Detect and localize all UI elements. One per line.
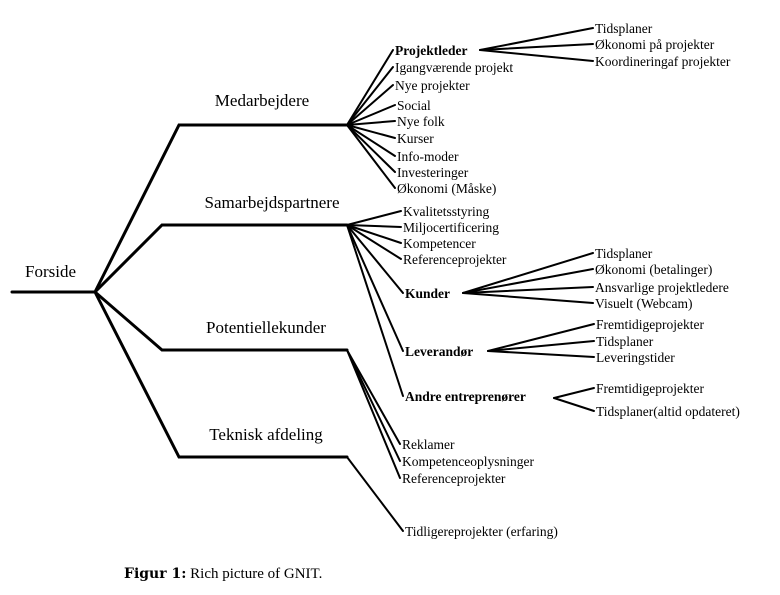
node-label-kunder: Kunder	[405, 286, 450, 301]
connector-line	[346, 210, 402, 226]
node-label-konomi-ma-ske: Økonomi (Måske)	[397, 181, 496, 196]
connector-line	[346, 104, 396, 126]
node-label-kvalitetsstyring: Kvalitetsstyring	[403, 204, 489, 219]
connector-line	[553, 387, 595, 399]
connector-line	[346, 124, 396, 189]
node-label-referenceprojekter: Referenceprojekter	[403, 252, 507, 267]
connector-line	[462, 292, 594, 304]
leaf-label-tidsplaner-altid-opdateret: Tidsplaner(altid opdateret)	[596, 404, 740, 419]
node-label-miljocertificering: Miljocertificering	[403, 220, 499, 235]
leaf-label-ansvarlige-projektledere: Ansvarlige projektledere	[595, 280, 729, 295]
connector-line	[346, 66, 394, 126]
connector-line	[346, 224, 404, 397]
connector-line	[346, 124, 396, 173]
branch-label-samarbejdspartnere: Samarbejdspartnere	[205, 193, 340, 212]
connector-line	[346, 224, 404, 294]
node-label-projektleder: Projektleder	[395, 43, 467, 58]
connector-line	[346, 124, 396, 139]
node-label-nye-projekter: Nye projekter	[395, 78, 470, 93]
branch-label-teknisk-afdeling: Teknisk afdeling	[209, 425, 323, 444]
connector-line	[487, 350, 595, 358]
node-label-social: Social	[397, 98, 431, 113]
leaf-label-tidsplaner: Tidsplaner	[595, 246, 653, 261]
leaf-label-fremtidigeprojekter: Fremtidigeprojekter	[596, 317, 704, 332]
leaf-label-fremtidigeprojekter: Fremtidigeprojekter	[596, 381, 704, 396]
connector-line	[346, 120, 396, 126]
connector-line	[346, 124, 396, 157]
caption-text: Rich picture of GNIT.	[190, 566, 323, 582]
connector-line	[346, 349, 401, 462]
root-label-forside: Forside	[25, 262, 76, 281]
leaf-label-tidsplaner: Tidsplaner	[596, 334, 654, 349]
connector-line	[462, 286, 594, 294]
branch-label-medarbejdere: Medarbejdere	[215, 91, 309, 110]
leaf-label-konomi-pa-projekter: Økonomi på projekter	[595, 37, 715, 52]
node-label-info-moder: Info-moder	[397, 149, 459, 164]
branch-label-potentiellekunder: Potentiellekunder	[206, 318, 326, 337]
connector-line	[479, 43, 594, 51]
connector-line	[346, 84, 394, 126]
connector-line	[479, 27, 594, 51]
node-label-investeringer: Investeringer	[397, 165, 469, 180]
leaf-label-tidsplaner: Tidsplaner	[595, 21, 653, 36]
leaf-label-koordineringaf-projekter: Koordineringaf projekter	[595, 54, 731, 69]
node-label-andre-entrepren-rer: Andre entreprenører	[405, 389, 526, 404]
node-label-referenceprojekter: Referenceprojekter	[402, 471, 506, 486]
leaf-label-leveringstider: Leveringstider	[596, 350, 675, 365]
connector-line	[462, 268, 594, 294]
connector-line	[346, 224, 404, 352]
node-label-reklamer: Reklamer	[402, 437, 455, 452]
connector-line	[346, 456, 404, 532]
leaf-label-konomi-betalinger: Økonomi (betalinger)	[595, 262, 712, 277]
branch-line-teknisk-afdeling	[93, 290, 349, 459]
connector-line	[487, 340, 595, 352]
connector-line	[479, 49, 594, 62]
branch-line-potentiellekunder	[93, 290, 349, 352]
node-label-leverand-r: Leverandør	[405, 344, 473, 359]
node-label-nye-folk: Nye folk	[397, 114, 445, 129]
connector-line	[346, 224, 402, 244]
branch-line-samarbejdspartnere	[93, 223, 349, 294]
connector-line	[487, 323, 595, 352]
branch-line-medarbejdere	[93, 123, 349, 294]
node-label-igangv-rende-projekt: Igangværende projekt	[395, 60, 513, 75]
connector-line	[346, 49, 394, 126]
connector-line	[346, 224, 402, 228]
figure-caption: Figur 1: Rich picture of GNIT.	[124, 566, 322, 583]
connector-line	[462, 252, 594, 294]
caption-prefix: Figur 1:	[124, 566, 187, 582]
node-label-kompetencer: Kompetencer	[403, 236, 476, 251]
connector-line	[553, 397, 595, 412]
node-label-tidligereprojekter-erfaring: Tidligereprojekter (erfaring)	[405, 524, 558, 539]
leaf-label-visuelt-webcam: Visuelt (Webcam)	[595, 296, 692, 311]
node-label-kurser: Kurser	[397, 131, 434, 146]
connector-line	[346, 224, 402, 260]
connector-line	[346, 349, 401, 445]
node-label-kompetenceoplysninger: Kompetenceoplysninger	[402, 454, 534, 469]
connector-line	[346, 349, 401, 479]
